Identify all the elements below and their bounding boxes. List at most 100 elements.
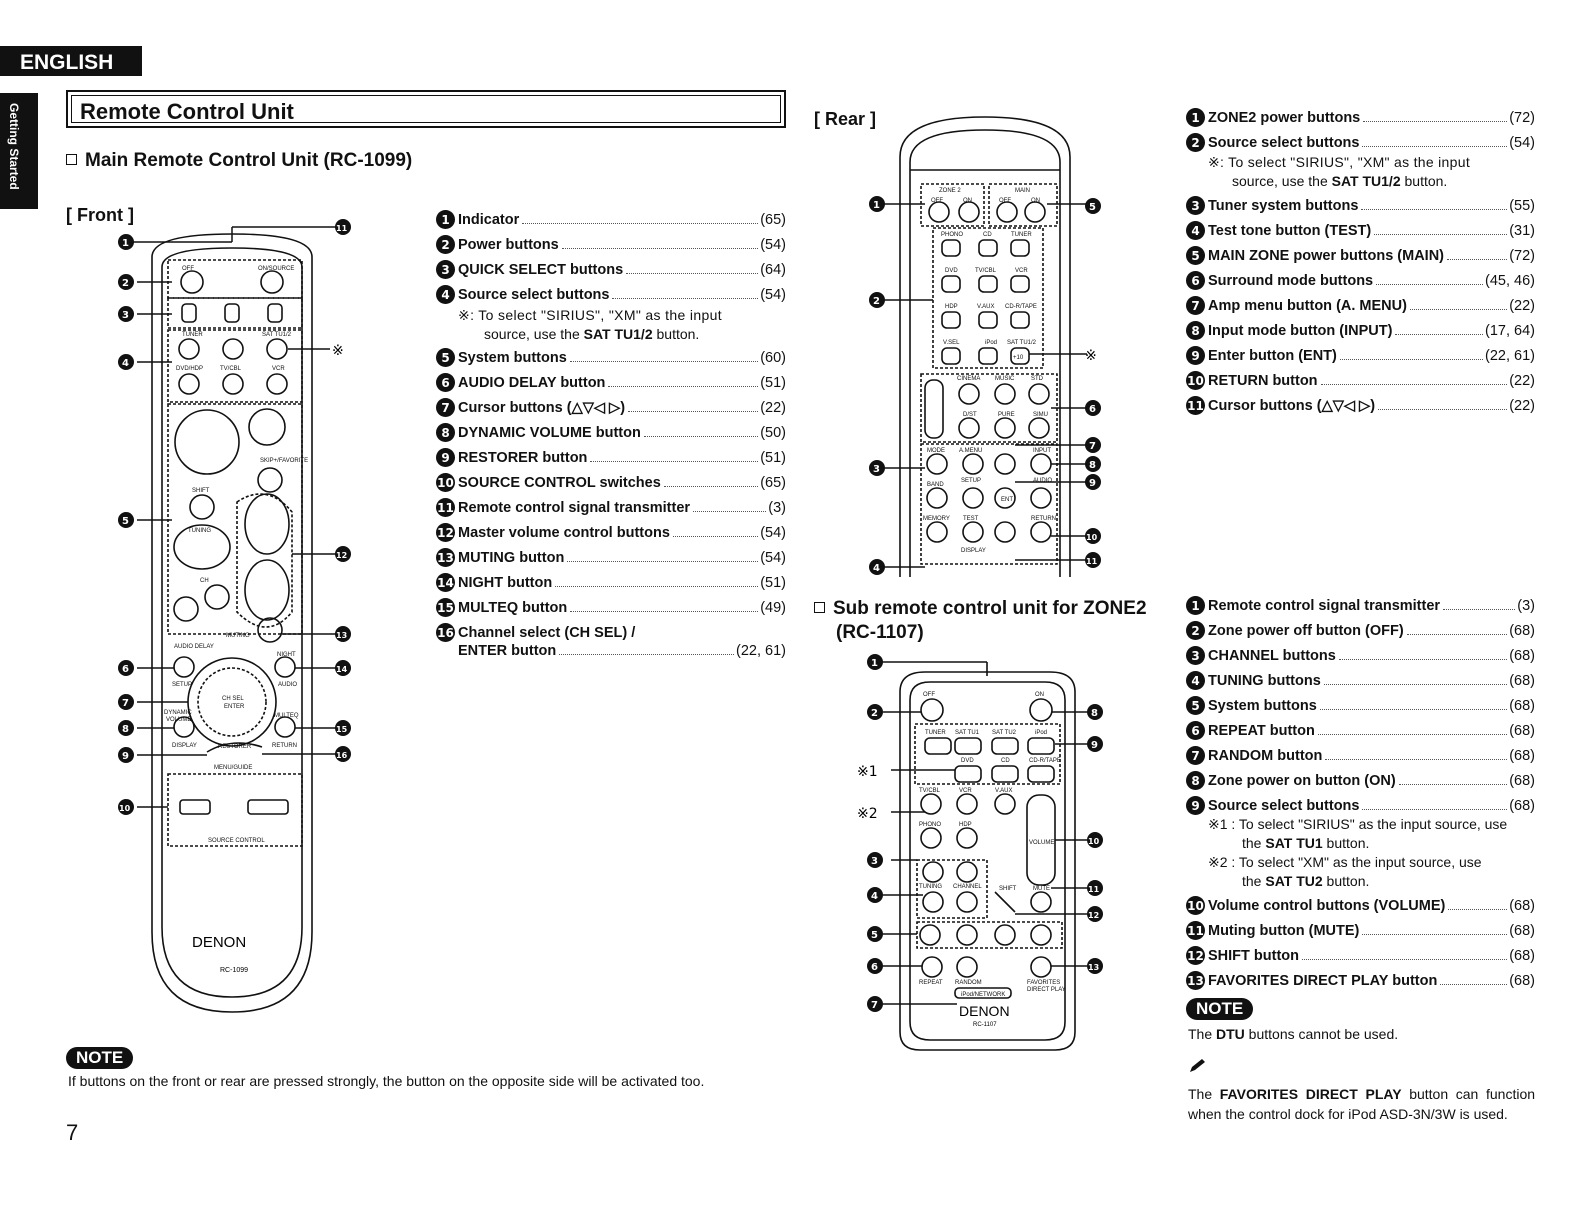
svg-text:RANDOM: RANDOM xyxy=(955,980,982,986)
svg-text:TV/CBL: TV/CBL xyxy=(975,268,997,274)
svg-text:7: 7 xyxy=(1089,441,1096,452)
svg-text:DIRECT PLAY: DIRECT PLAY xyxy=(1027,987,1066,993)
note-pill-right: NOTE xyxy=(1186,998,1254,1020)
svg-text:1: 1 xyxy=(871,658,878,669)
front-brand: DENON xyxy=(192,934,246,951)
svg-text:AUDIO: AUDIO xyxy=(278,682,297,688)
svg-text:SAT TU1/2: SAT TU1/2 xyxy=(262,332,292,338)
svg-text:SHIFT: SHIFT xyxy=(999,886,1017,892)
svg-text:HDP: HDP xyxy=(945,304,958,310)
svg-text:9: 9 xyxy=(1089,478,1096,489)
svg-text:DYNAMIC: DYNAMIC xyxy=(164,710,192,716)
svg-text:9: 9 xyxy=(122,751,129,762)
sub-note-2: ※2 : To select "XM" as the input source,… xyxy=(1208,854,1482,889)
svg-text:4: 4 xyxy=(873,563,880,574)
rear-note-2: ※: To select "SIRIUS", "XM" as the input… xyxy=(1208,154,1471,189)
svg-text:SAT TU1: SAT TU1 xyxy=(955,730,980,736)
svg-text:OFF: OFF xyxy=(999,198,1011,204)
svg-text:VOLUME: VOLUME xyxy=(166,717,191,723)
svg-text:MUTE: MUTE xyxy=(1033,886,1050,892)
main-remote-heading: Main Remote Control Unit (RC-1099) xyxy=(66,150,412,172)
svg-text:ENT: ENT xyxy=(1001,497,1013,503)
svg-text:RETURN: RETURN xyxy=(272,743,297,749)
front-model: RC-1099 xyxy=(220,967,248,974)
svg-text:8: 8 xyxy=(1091,708,1098,719)
svg-text:iPod: iPod xyxy=(985,340,997,346)
main-note-text: If buttons on the front or rear are pres… xyxy=(68,1073,705,1089)
language-tab: ENGLISH xyxy=(0,46,142,76)
svg-text:ON: ON xyxy=(963,198,972,204)
svg-text:AUDIO DELAY: AUDIO DELAY xyxy=(174,644,214,650)
svg-text:CD-R/TAPE: CD-R/TAPE xyxy=(1029,758,1061,764)
svg-text:VCR: VCR xyxy=(1015,268,1028,274)
svg-text:TUNING: TUNING xyxy=(188,528,211,534)
list-item: ENTER button(22, 61) xyxy=(458,643,786,659)
svg-text:MENU/GUIDE: MENU/GUIDE xyxy=(214,765,252,771)
pencil-icon xyxy=(1190,1059,1205,1072)
sub-remote-heading: Sub remote control unit for ZONE2 (RC-11… xyxy=(814,597,1147,645)
svg-text:V.AUX: V.AUX xyxy=(995,788,1012,794)
star2-label: ※2 xyxy=(857,806,878,822)
svg-text:TV/CBL: TV/CBL xyxy=(220,366,242,372)
svg-text:6: 6 xyxy=(871,962,878,973)
svg-text:CH: CH xyxy=(200,578,209,584)
svg-text:16: 16 xyxy=(336,751,348,760)
svg-text:TUNER: TUNER xyxy=(182,332,203,338)
svg-text:10: 10 xyxy=(1086,533,1098,542)
front-remote-illustration: DENON RC-1099 OFF ON/SOURCE TUNER SAT TU1/… xyxy=(118,219,351,1013)
svg-text:6: 6 xyxy=(122,664,129,675)
svg-text:11: 11 xyxy=(336,224,348,233)
svg-text:1: 1 xyxy=(873,200,880,211)
svg-text:CD: CD xyxy=(1001,758,1010,764)
svg-text:3: 3 xyxy=(871,856,878,867)
svg-text:RETURN: RETURN xyxy=(1031,516,1056,522)
svg-text:PHONO: PHONO xyxy=(919,822,941,828)
svg-text:CH SEL: CH SEL xyxy=(222,696,244,702)
svg-text:NIGHT: NIGHT xyxy=(277,652,296,658)
svg-text:VCR: VCR xyxy=(959,788,972,794)
page-number: 7 xyxy=(66,1120,79,1145)
svg-text:SIMU: SIMU xyxy=(1033,412,1048,418)
note-pill-left: NOTE xyxy=(66,1047,134,1069)
svg-text:SKIP+/FAVORITE: SKIP+/FAVORITE xyxy=(260,458,308,464)
svg-text:AUDIO: AUDIO xyxy=(1033,478,1052,484)
svg-text:TUNER: TUNER xyxy=(925,730,946,736)
svg-text:MUTING: MUTING xyxy=(226,633,250,639)
square-bullet-icon xyxy=(66,154,77,165)
svg-text:OFF: OFF xyxy=(182,266,194,272)
svg-text:CD-R/TAPE: CD-R/TAPE xyxy=(1005,304,1037,310)
svg-text:VOLUME: VOLUME xyxy=(1029,840,1054,846)
svg-text:ON/SOURCE: ON/SOURCE xyxy=(258,266,294,272)
svg-text:DVD: DVD xyxy=(961,758,974,764)
svg-text:6: 6 xyxy=(1089,404,1096,415)
svg-text:CINEMA: CINEMA xyxy=(957,376,980,382)
svg-text:BAND: BAND xyxy=(927,482,944,488)
svg-text:12: 12 xyxy=(1088,911,1099,920)
svg-text:PHONO: PHONO xyxy=(941,232,963,238)
